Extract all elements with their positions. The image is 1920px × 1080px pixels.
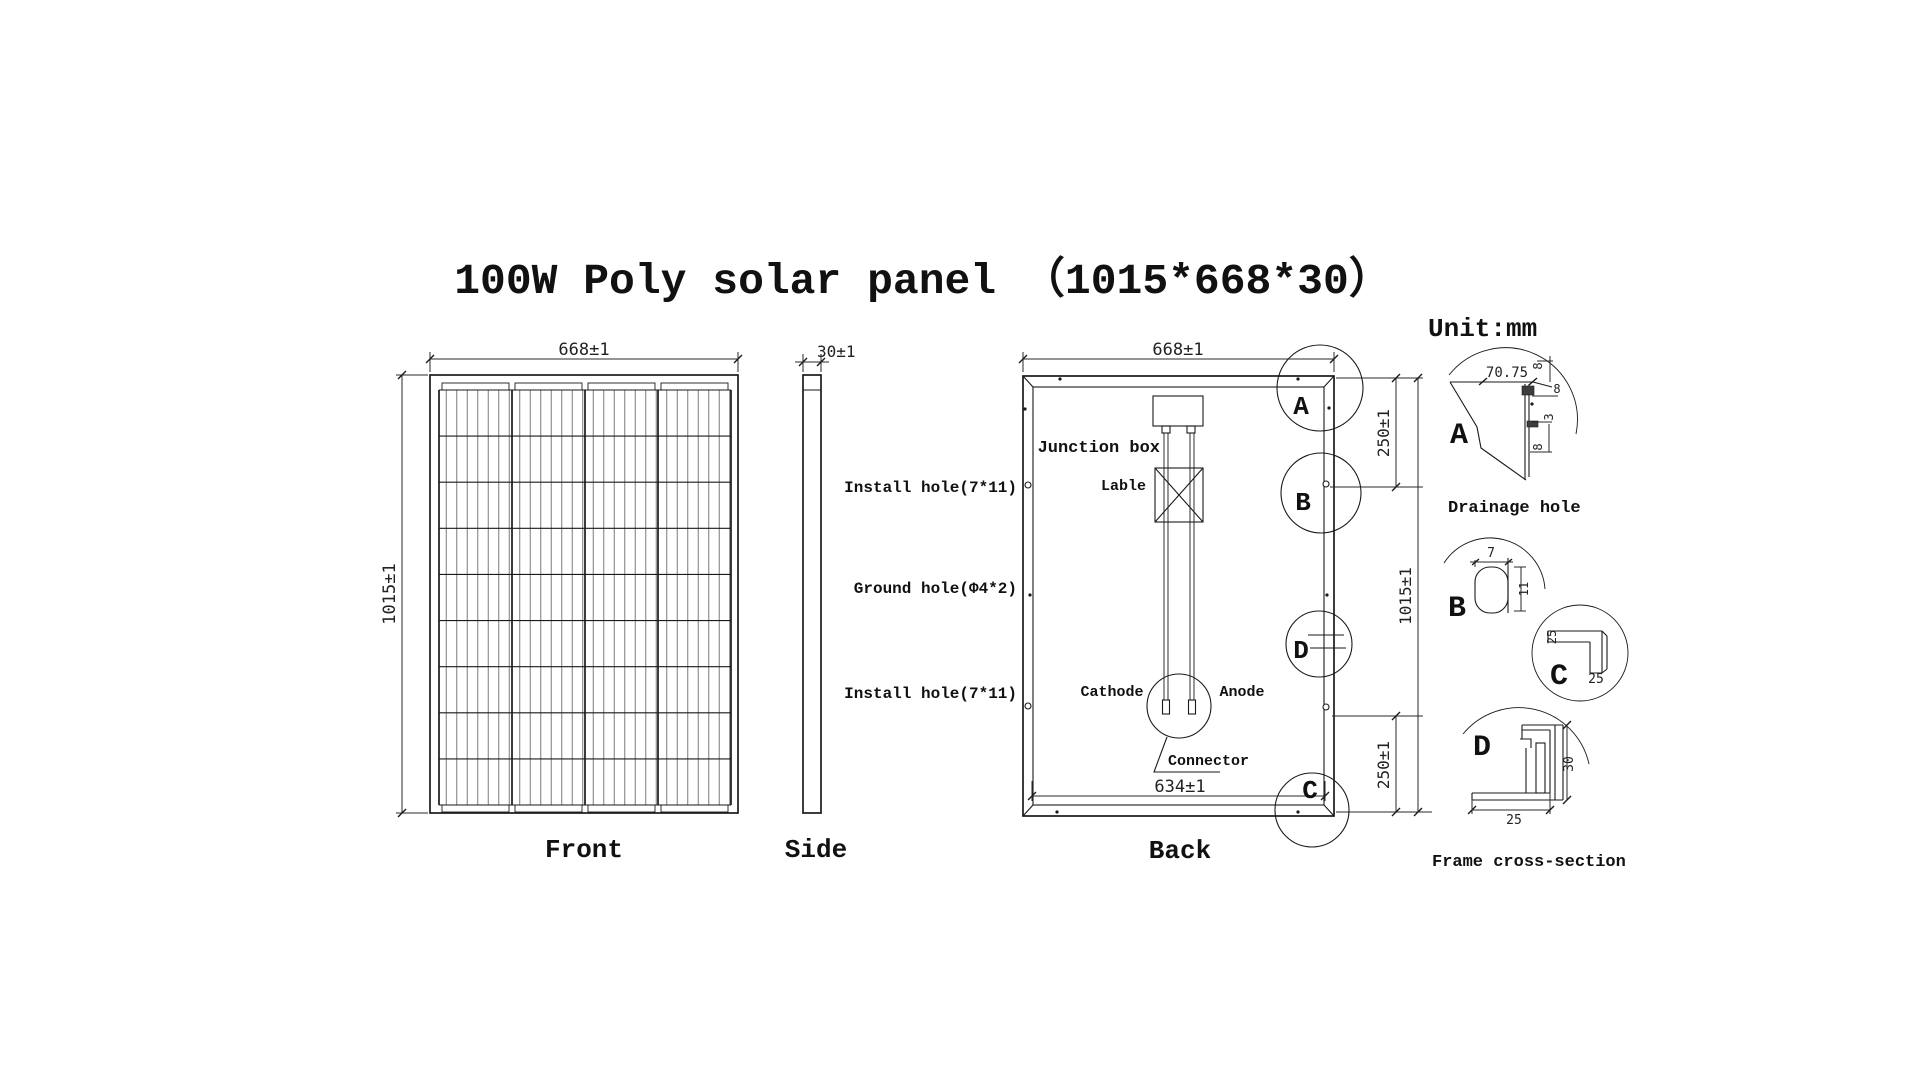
detail-c-corner-shape (1547, 630, 1608, 674)
svg-text:668±1: 668±1 (558, 340, 609, 360)
detail-a-arc (1448, 347, 1578, 435)
svg-text:1015±1: 1015±1 (1396, 567, 1415, 625)
detail-d-letter: D (1473, 731, 1491, 765)
side-view: 30±1 Side (785, 342, 856, 865)
install-hole-shape (1474, 566, 1509, 614)
drainage-slot-top (1521, 385, 1535, 396)
callout-circle-d (1285, 610, 1353, 678)
junction-box (1152, 395, 1204, 427)
frame-profile (1471, 724, 1564, 801)
side-caption: Side (785, 835, 847, 865)
install-hole-bottom-label: Install hole(7*11) (844, 685, 1017, 703)
detail-b-arc (1443, 537, 1546, 590)
callout-circle-c (1274, 772, 1350, 848)
front-column-lines (438, 390, 732, 805)
side-panel-outline (802, 374, 822, 814)
back-view: Junction box Lable Cathode Anode Connect… (1018, 340, 1432, 866)
anode-plug (1187, 699, 1197, 715)
svg-text:250±1: 250±1 (1374, 409, 1393, 457)
detail-a-letter: A (1450, 419, 1468, 453)
svg-text:8: 8 (1531, 443, 1545, 450)
callout-c: C (1302, 776, 1318, 806)
svg-text:25: 25 (1506, 813, 1522, 828)
side-thickness-dimension: 30±1 (795, 342, 856, 372)
callout-circle-a (1276, 344, 1364, 432)
svg-text:8: 8 (1531, 362, 1545, 369)
svg-text:25: 25 (1588, 672, 1604, 687)
callout-circle-b (1280, 452, 1362, 534)
frame-profile-channel (1535, 742, 1546, 794)
back-frame-outer (1022, 375, 1335, 817)
back-frame-miters (1022, 375, 1335, 817)
frame-holes (1023, 377, 1331, 814)
svg-text:634±1: 634±1 (1154, 777, 1205, 797)
junction-box-label: Junction box (1038, 439, 1160, 458)
front-caption: Front (545, 835, 623, 865)
install-hole-top-label: Install hole(7*11) (844, 479, 1017, 497)
callout-a: A (1293, 392, 1309, 422)
detail-d-arc (1462, 707, 1590, 765)
detail-d: 30 25 D Frame cross-section (1432, 707, 1626, 872)
svg-text:668±1: 668±1 (1152, 340, 1203, 360)
detail-a-caption: Drainage hole (1448, 499, 1581, 518)
svg-text:1015±1: 1015±1 (380, 563, 400, 624)
detail-b-letter: B (1448, 592, 1466, 626)
detail-d-dimensions: 30 25 (1467, 720, 1577, 828)
cathode-plug (1161, 699, 1171, 715)
front-height-dimension: 1015±1 (380, 370, 428, 818)
ground-hole-label: Ground hole(Φ4*2) (854, 580, 1017, 598)
cables (1163, 433, 1195, 700)
front-panel-outline (429, 374, 739, 814)
svg-text:25: 25 (1545, 630, 1559, 644)
callout-d: D (1293, 636, 1309, 666)
unit-label: Unit:mm (1428, 314, 1537, 344)
junction-box-assembly (1146, 395, 1220, 773)
detail-c: 25 25 C (1531, 604, 1629, 702)
back-inner-width-dimension: 634±1 (1027, 777, 1330, 801)
front-width-dimension: 668±1 (425, 340, 743, 372)
svg-text:3: 3 (1542, 413, 1556, 420)
detail-c-circle (1531, 604, 1629, 702)
connector-leader (1153, 736, 1220, 773)
detail-d-caption: Frame cross-section (1432, 853, 1626, 872)
connector-callout-circle (1146, 673, 1212, 739)
label-box (1154, 467, 1204, 523)
detail-a-dimensions: 70.75 8 8 3 8 (1478, 356, 1561, 453)
page-title: 100W Poly solar panel （1015*668*30） (454, 255, 1392, 306)
detail-b-dimensions: 7 11 (1470, 546, 1531, 612)
drainage-slot-mid (1526, 420, 1539, 428)
back-right-dimensions: 250±1 1015±1 250±1 (1330, 373, 1432, 817)
callout-b: B (1295, 488, 1311, 518)
hole-labels: Install hole(7*11) Ground hole(Φ4*2) Ins… (844, 479, 1017, 703)
anode-label: Anode (1219, 684, 1264, 701)
svg-text:7: 7 (1487, 546, 1495, 561)
back-caption: Back (1149, 836, 1211, 866)
lable-label: Lable (1101, 478, 1146, 495)
svg-text:30±1: 30±1 (817, 342, 856, 361)
svg-text:11: 11 (1517, 582, 1531, 596)
detail-b: 7 11 B (1443, 537, 1546, 626)
svg-text:250±1: 250±1 (1374, 741, 1393, 789)
back-width-dimension: 668±1 (1018, 340, 1339, 372)
detail-a-corner-shape (1449, 381, 1553, 481)
cathode-label: Cathode (1080, 684, 1143, 701)
detail-a: 70.75 8 8 3 8 A Drainage hole (1448, 347, 1581, 518)
svg-text:30: 30 (1562, 756, 1577, 772)
callout-circles: A B D C (1274, 344, 1364, 848)
svg-text:70.75: 70.75 (1486, 365, 1528, 381)
connector-label: Connector (1168, 753, 1249, 770)
ground-hole-marks (1308, 634, 1346, 649)
detail-c-letter: C (1550, 660, 1568, 694)
svg-text:8: 8 (1553, 382, 1560, 396)
back-frame-inner (1032, 386, 1325, 806)
front-view: 668±1 1015±1 Front (380, 340, 743, 865)
